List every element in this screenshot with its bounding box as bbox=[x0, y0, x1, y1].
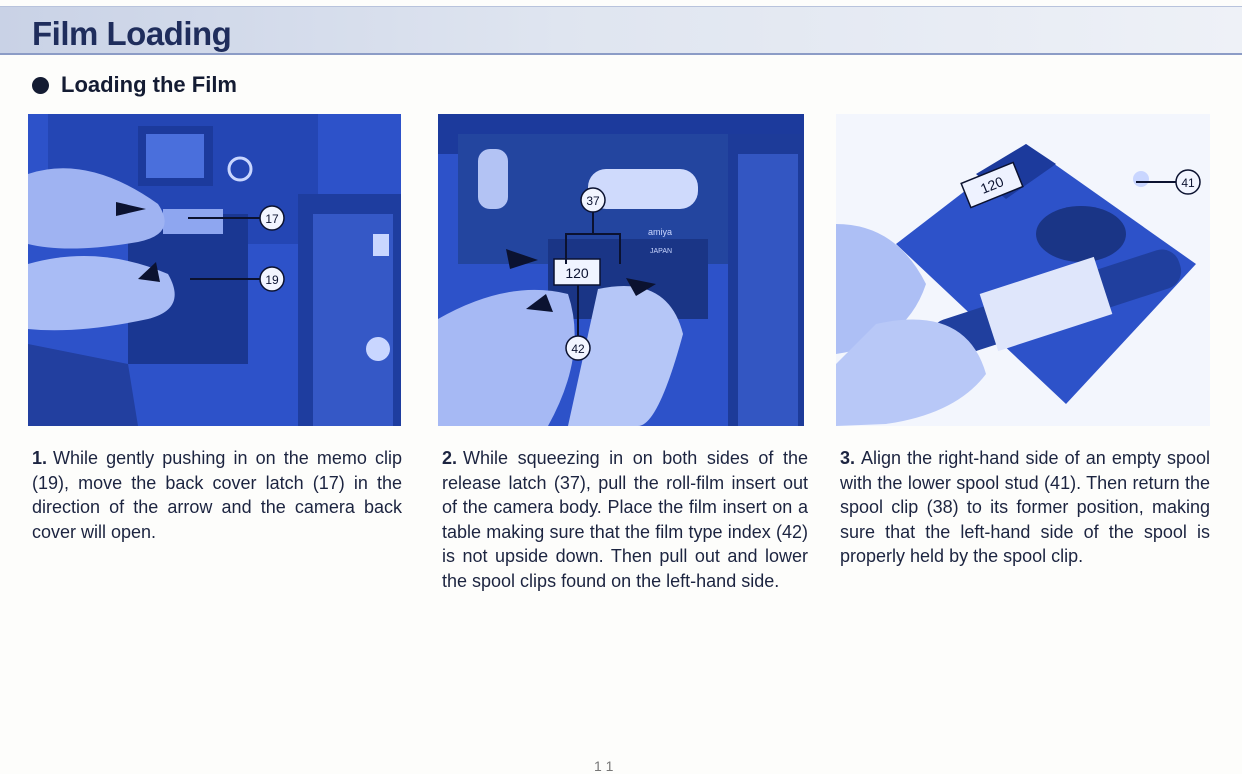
callout-37: 37 bbox=[586, 194, 600, 208]
film-index-text: 120 bbox=[565, 265, 589, 281]
section-heading: Loading the Film bbox=[32, 74, 237, 96]
callout-17: 17 bbox=[265, 212, 279, 226]
step-1: 1.While gently pushing in on the memo cl… bbox=[32, 446, 402, 544]
step-2-text: While squeezing in on both sides of the … bbox=[442, 448, 808, 591]
page-title: Film Loading bbox=[32, 15, 232, 52]
step-2: 2.While squeezing in on both sides of th… bbox=[442, 446, 808, 593]
figure-3-photo: 120 41 bbox=[836, 114, 1210, 426]
bullet-dot bbox=[32, 76, 49, 94]
step-2-number: 2. bbox=[442, 448, 458, 468]
callout-41: 41 bbox=[1181, 176, 1195, 190]
japan-text: JAPAN bbox=[650, 248, 672, 255]
figure-2-photo: 120 amiya JAPAN 37 42 bbox=[438, 114, 804, 426]
section-heading-text: Loading the Film bbox=[61, 72, 237, 97]
callout-42: 42 bbox=[571, 342, 585, 356]
step-1-number: 1. bbox=[32, 448, 48, 468]
step-3-text: Align the right-hand side of an empty sp… bbox=[840, 448, 1210, 566]
callout-19: 19 bbox=[265, 273, 279, 287]
figure-1-photo: 17 19 bbox=[28, 114, 401, 426]
step-3: 3.Align the right-hand side of an empty … bbox=[840, 446, 1210, 569]
page-number: 1 1 bbox=[594, 758, 614, 774]
brand-text: amiya bbox=[648, 227, 672, 237]
step-3-number: 3. bbox=[840, 448, 856, 468]
step-1-text: While gently pushing in on the memo clip… bbox=[32, 448, 402, 542]
title-band: Film Loading bbox=[0, 6, 1242, 55]
